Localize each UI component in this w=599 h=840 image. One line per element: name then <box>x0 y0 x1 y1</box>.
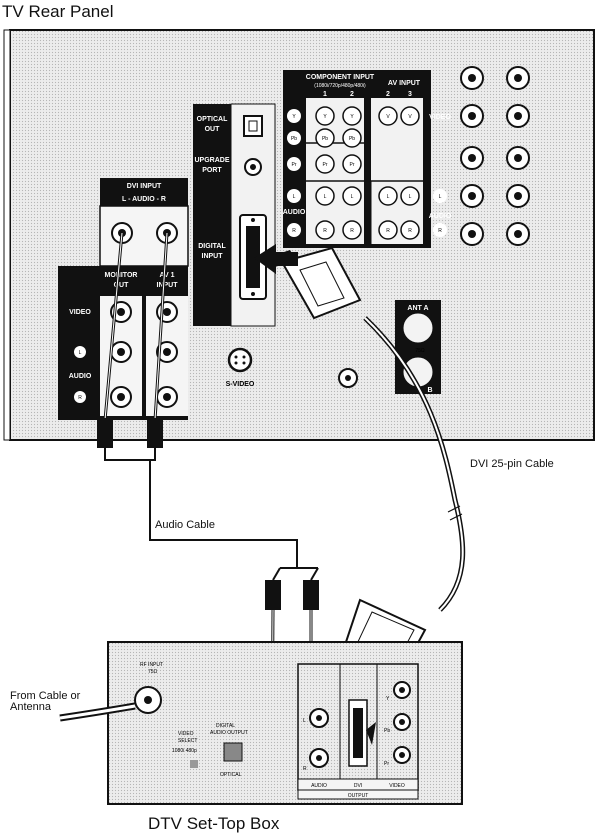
jack-av-r-3: R <box>408 228 412 234</box>
dvi-input-label: DVI INPUT <box>127 183 162 190</box>
from-cable-line1: From Cable or <box>10 690 81 702</box>
set-top-box-title: DTV Set-Top Box <box>148 814 280 833</box>
tv-right-jacks <box>460 66 530 246</box>
digital-input-label1: DIGITAL <box>198 243 226 250</box>
dvi-audio-label: L - AUDIO - R <box>122 196 166 203</box>
component-formats: (1080i/720p/480p/480i) <box>314 83 366 89</box>
ohm-label: 75Ω <box>415 348 425 354</box>
from-cable-label: From Cable or Antenna <box>10 691 80 713</box>
row-letter-r-right: R <box>438 228 442 234</box>
av-col-2: 2 <box>386 91 390 98</box>
optical-out-label2: OUT <box>205 126 221 133</box>
row-letter-pr: Pr <box>292 162 297 168</box>
monitor-out-label1: MONITOR <box>105 272 138 279</box>
video-select-label2: SELECT <box>178 738 197 744</box>
jack-pb-1: Pb <box>322 136 328 142</box>
av1-input-label2: INPUT <box>157 282 179 289</box>
monitor-out-label2: OUT <box>114 282 130 289</box>
component-row-letters: Y Pb Pr L R L R <box>287 109 447 237</box>
row-letter-pb: Pb <box>291 136 297 142</box>
component-col-2: 2 <box>350 91 354 98</box>
tv-video-label: VIDEO <box>429 114 451 121</box>
row-letter-l: L <box>293 194 296 200</box>
jack-y-2: Y <box>350 114 354 120</box>
video-select-switch <box>190 760 198 768</box>
stb-pr-label: Pr <box>384 761 389 767</box>
ant-a-label: ANT A <box>407 305 428 312</box>
jack-y-1: Y <box>323 114 327 120</box>
tv-audio-label-right: AUDIO <box>429 213 452 220</box>
jack-v-2: V <box>386 114 390 120</box>
av1-l-letter: L <box>79 350 82 356</box>
digital-audio-label1: DIGITAL <box>216 723 235 729</box>
dvi-input-header <box>100 178 188 206</box>
upgrade-port-label2: PORT <box>202 167 222 174</box>
upgrade-port-label1: UPGRADE <box>194 157 229 164</box>
stb-pb-label: Pb <box>384 728 390 734</box>
component-jacks: Y Y Pb Pb Pr Pr L L R R V V L L R R <box>315 106 420 240</box>
jack-pr-1: Pr <box>323 162 328 168</box>
video-select-label1: VIDEO <box>178 731 194 737</box>
s-video-jack <box>227 347 253 373</box>
jack-pb-2: Pb <box>349 136 355 142</box>
row-letter-r: R <box>292 228 296 234</box>
jack-av-l-3: L <box>409 194 412 200</box>
optical-out-label1: OPTICAL <box>197 116 228 123</box>
stb-r-label: R <box>303 766 307 772</box>
av1-audio-label: AUDIO <box>69 373 92 380</box>
jack-pr-2: Pr <box>350 162 355 168</box>
s-video-label: S-VIDEO <box>226 381 255 388</box>
component-col-1: 1 <box>323 91 327 98</box>
jack-r-1: R <box>323 228 327 234</box>
av-col-3: 3 <box>408 91 412 98</box>
rf-input-ohm: 75Ω <box>148 669 158 675</box>
stb-l-label: L <box>303 718 306 724</box>
stb-y-label: Y <box>386 696 390 702</box>
jack-l-1: L <box>324 194 327 200</box>
tv-audio-label-left: AUDIO <box>283 209 306 216</box>
row-letter-l-right: L <box>439 194 442 200</box>
stb-optical-label: OPTICAL <box>220 772 242 778</box>
stb-optical-port <box>223 742 243 762</box>
jack-v-3: V <box>408 114 412 120</box>
digital-audio-label2: AUDIO OUTPUT <box>210 730 248 736</box>
jack-av-l-2: L <box>387 194 390 200</box>
row-letter-y: Y <box>292 114 296 120</box>
rf-input-label: RF INPUT <box>140 662 163 668</box>
stb-output-label: OUTPUT <box>348 793 369 799</box>
dvi-cable-label: DVI 25-pin Cable <box>470 458 554 470</box>
component-input-label: COMPONENT INPUT <box>306 74 375 81</box>
ant-b-label: B <box>427 387 432 394</box>
dvi-arrow-tv <box>254 244 298 274</box>
from-cable-line2: Antenna <box>10 701 51 713</box>
av1-r-letter: R <box>78 395 82 401</box>
stb-audio-label: AUDIO <box>311 783 327 789</box>
digital-input-label2: INPUT <box>202 253 224 260</box>
page-title: TV Rear Panel <box>2 2 114 21</box>
stb-dvi-label: DVI <box>354 783 362 789</box>
video-select-opts: 1080i 480p <box>172 748 197 754</box>
dvi-arrow-stb <box>366 722 376 745</box>
jack-av-r-2: R <box>386 228 390 234</box>
jack-l-2: L <box>351 194 354 200</box>
stb-video-label: VIDEO <box>389 783 405 789</box>
jack-r-2: R <box>350 228 354 234</box>
av-input-label: AV INPUT <box>388 80 421 87</box>
av1-input-label1: AV 1 <box>159 272 174 279</box>
av1-video-label: VIDEO <box>69 309 91 316</box>
audio-cable-label: Audio Cable <box>155 519 215 531</box>
